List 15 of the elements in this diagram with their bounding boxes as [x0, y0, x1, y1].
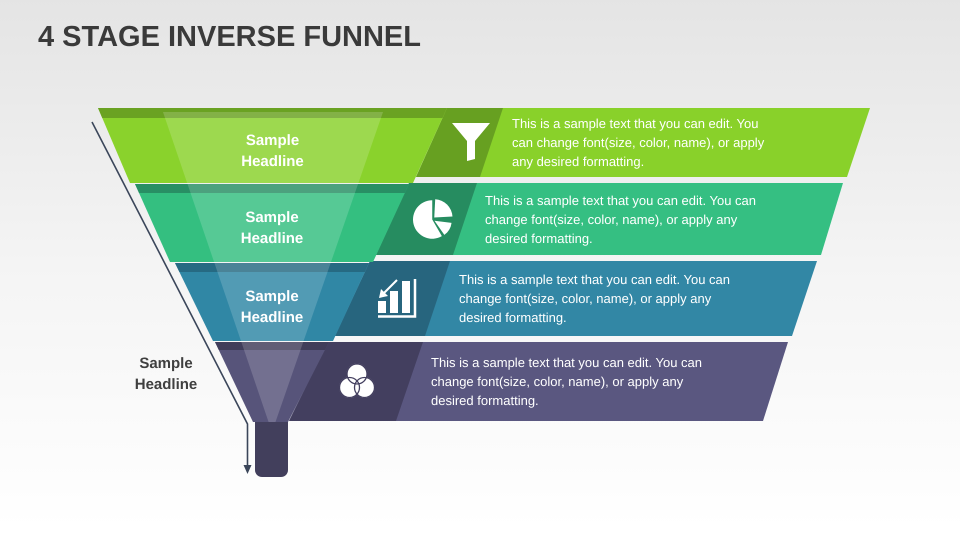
band-description: This is a sample text that you can edit. You can change font(size, color, name), or apply any desired formatting.: [485, 192, 757, 248]
stage-headline: Sample Headline: [240, 208, 304, 248]
text-band: [289, 342, 788, 421]
side-headline: Sample Headline: [134, 354, 198, 395]
funnel-stage: [98, 108, 447, 183]
text-band: [335, 261, 817, 336]
text-band: [416, 108, 870, 177]
stage-headline: Sample Headline: [240, 286, 304, 328]
slide-title: 4 STAGE INVERSE FUNNEL: [38, 21, 421, 53]
text-band: [376, 183, 843, 255]
band-description: This is a sample text that you can edit. You can change font(size, color, name), or apply any desired formatting.: [431, 354, 703, 410]
funnel-stage: [135, 184, 409, 262]
band-description: This is a sample text that you can edit. You can change font(size, color, name), or apply any desired formatting.: [512, 115, 766, 171]
band-description: This is a sample text that you can edit. You can change font(size, color, name), or apply any desired formatting.: [459, 271, 731, 327]
stage-headline: Sample Headline: [240, 130, 305, 172]
